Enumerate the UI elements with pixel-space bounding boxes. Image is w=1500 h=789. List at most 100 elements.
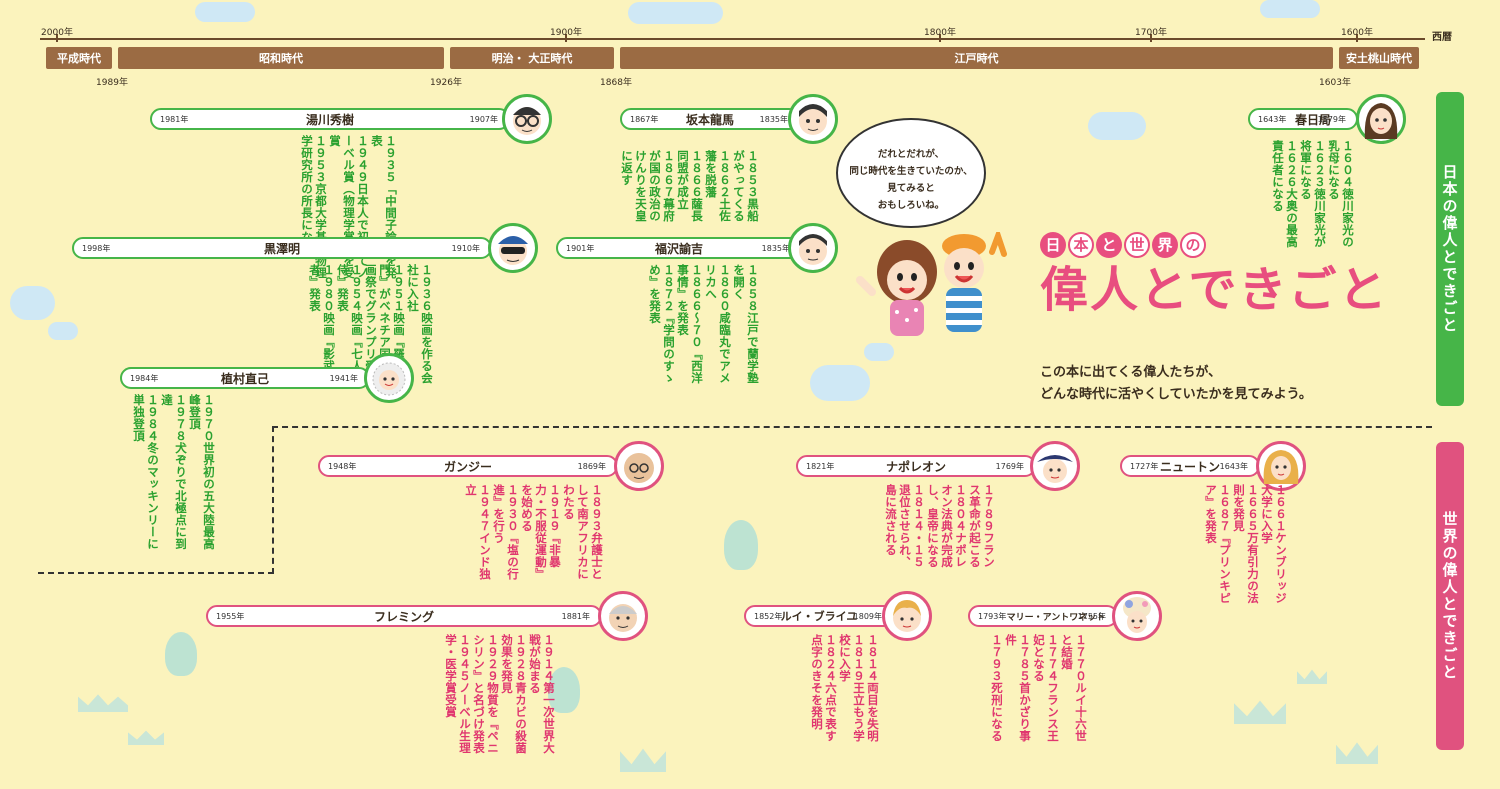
event-item: １８５３黒船がやってくる <box>732 150 760 222</box>
person-name: ナポレオン <box>885 459 946 474</box>
events-gandhi: １８９３弁護士として南アフリカにわたる １９１９『非暴力・不服従運動』を始める … <box>304 484 604 590</box>
era-heisei: 平成時代 <box>46 47 112 69</box>
person-bar-napoleon[interactable]: 1821年 ナポレオン 1769年 <box>796 455 1036 477</box>
person-bar-uemura[interactable]: 1984年 植村直己 1941年 <box>120 367 370 389</box>
event-item: １８６６〜７０『西洋事情』を発表 <box>676 264 704 384</box>
death-year: 1852年 <box>754 612 783 621</box>
era-start-label: 1868年 <box>600 78 632 88</box>
grass-decoration <box>1336 742 1378 764</box>
death-year: 1948年 <box>328 462 357 471</box>
headline-char: と <box>1096 232 1122 258</box>
death-year: 1981年 <box>160 115 189 124</box>
person-bar-yukawa[interactable]: 1981年 湯川秀樹 1907年 <box>150 108 510 130</box>
death-year: 1901年 <box>566 244 595 253</box>
event-item: １６２６大奥の最高責任者になる <box>1271 140 1299 248</box>
event-item: １９８４冬のマッキンリーに単独登頂 <box>132 394 160 550</box>
event-item: １９５４映画『七人の侍』発表 <box>336 264 364 384</box>
event-item: １８５８江戸で蘭学塾を開く <box>732 264 760 384</box>
person-bar-kurosawa[interactable]: 1998年 黒澤明 1910年 <box>72 237 492 259</box>
era-edo: 江戸時代 <box>620 47 1333 69</box>
event-item: １９８０映画『影武者』発表 <box>308 264 336 372</box>
event-item: １８６６薩長同盟が成立 <box>676 150 704 222</box>
grass-decoration <box>78 694 128 712</box>
event-item: １６６５万有引力の法則を発見 <box>1232 484 1260 604</box>
face-elder-icon <box>598 591 648 641</box>
person-bar-kasuga[interactable]: 1643年 春日局 1579年 <box>1248 108 1358 130</box>
tab-world[interactable]: 世界の偉人とできごと <box>1436 442 1464 750</box>
events-braille: １８１４両目を失明 １８１９王立もう学校に入学 １８２４六点で表す点字のきそを発… <box>760 634 880 744</box>
event-item: １８６２土佐藩を脱藩 <box>704 150 732 222</box>
events-uemura: １９７０世界初の五大陸最高峰登頂 １９７８犬ぞりで北極点に到達 １９８４冬のマッ… <box>126 394 216 559</box>
bubble-text: おもしろいね。 <box>877 200 945 211</box>
tick-1700 <box>1150 34 1152 42</box>
event-item: １６６１ケンブリッジ大学に入学 <box>1260 484 1288 604</box>
birth-year: 1881年 <box>561 612 590 621</box>
grass-decoration <box>128 730 164 745</box>
tree-decoration <box>724 520 758 570</box>
cloud-decoration <box>1088 112 1146 140</box>
person-bar-fukuzawa[interactable]: 1901年 福沢諭吉 1835年 <box>556 237 802 259</box>
cloud-decoration <box>48 322 78 340</box>
event-item: １９１４第一次世界大戦が始まる <box>528 634 556 754</box>
death-year: 1821年 <box>806 462 835 471</box>
event-item: １７８５首かざり事件 <box>1004 634 1032 742</box>
unit-label: 西暦 <box>1432 32 1452 43</box>
tick-1800 <box>939 34 941 42</box>
section-divider <box>38 572 274 574</box>
death-year: 1984年 <box>130 374 159 383</box>
birth-year: 1941年 <box>329 374 358 383</box>
event-item: １９５１映画『羅生門』がベネチア国際映画祭でグランプリ受賞 <box>364 264 406 384</box>
event-item: １９２８青カビの殺菌効果を発見 <box>500 634 528 754</box>
cloud-decoration <box>10 286 55 320</box>
event-item: １７８９フランス革命が起こる <box>968 484 996 568</box>
face-rococo-hair-icon <box>1112 591 1162 641</box>
event-item: １８１４・１５退位させられ、島に流される <box>884 484 926 568</box>
death-year: 1998年 <box>82 244 111 253</box>
person-bar-sakamoto[interactable]: 1867年 坂本龍馬 1835年 <box>620 108 800 130</box>
event-item: １８０４ナポレオン法典が完成し、皇帝になる <box>926 484 968 568</box>
birth-year: 1755年 <box>1077 612 1106 621</box>
event-item: １８２４六点で表す点字のきそを発明 <box>810 634 838 742</box>
era-azuchi-momoyama: 安土桃山時代 <box>1339 47 1419 69</box>
headline-char: 界 <box>1152 232 1178 258</box>
events-newton: １６６１ケンブリッジ大学に入学 １６６５万有引力の法則を発見 １６８７『プリンキ… <box>1158 484 1288 608</box>
events-fukuzawa: １８５８江戸で蘭学塾を開く １８６０咸臨丸でアメリカへ １８６６〜７０『西洋事情… <box>560 264 760 388</box>
birth-year: 1809年 <box>853 612 882 621</box>
event-item: １８７２『学問のすゝめ』を発表 <box>648 264 676 384</box>
mascot-characters-icon <box>856 232 1007 336</box>
event-item: １９１９『非暴力・不服従運動』を始める <box>520 484 562 580</box>
face-bicorne-icon <box>1030 441 1080 491</box>
event-item: １６２３徳川家光が将軍になる <box>1299 140 1327 248</box>
birth-year: 1869年 <box>577 462 606 471</box>
person-name: 植村直己 <box>220 371 269 386</box>
events-kasuga: １６０４徳川家光の乳母になる １６２３徳川家光が将軍になる １６２６大奥の最高責… <box>1190 140 1355 255</box>
person-bar-antoinette[interactable]: 1793年 マリー・アントワネット 1755年 <box>968 605 1118 627</box>
event-item: １９４５ノーベル生理学・医学賞受賞 <box>444 634 472 754</box>
person-bar-gandhi[interactable]: 1948年 ガンジー 1869年 <box>318 455 618 477</box>
era-start-label: 1989年 <box>96 78 128 88</box>
tick-label: 1700年 <box>1135 28 1167 38</box>
era-start-label: 1603年 <box>1319 78 1351 88</box>
event-item: １８１４両目を失明 <box>866 634 880 742</box>
face-topknot-icon <box>788 94 838 144</box>
person-bar-fleming[interactable]: 1955年 フレミング 1881年 <box>206 605 602 627</box>
person-bar-newton[interactable]: 1727年 ニュートン 1643年 <box>1120 455 1260 477</box>
event-item: １７７０ルイ十六世と結婚 <box>1060 634 1088 742</box>
death-year: 1955年 <box>216 612 245 621</box>
person-name: フレミング <box>373 609 434 624</box>
birth-year: 1643年 <box>1219 462 1248 471</box>
tab-japan[interactable]: 日本の偉人とできごと <box>1436 92 1464 406</box>
event-item: １８６７幕府が国の政治のけんりを天皇に返す <box>620 150 676 222</box>
person-bar-braille[interactable]: 1852年 ルイ・ブライユ 1809年 <box>744 605 894 627</box>
headline-line1: 日本と世界の <box>1040 232 1400 258</box>
bubble-text: 同じ時代を生きていたのか、 <box>849 166 973 177</box>
events-kurosawa: １９３６映画を作る会社に入社 １９５１映画『羅生門』がベネチア国際映画祭でグラン… <box>144 264 434 384</box>
description-line: この本に出てくる偉人たちが、 <box>1040 365 1222 380</box>
bubble-text: 見てみると <box>887 183 935 194</box>
tick-label: 1900年 <box>550 28 582 38</box>
tree-decoration <box>548 667 580 713</box>
death-year: 1727年 <box>1130 462 1159 471</box>
event-item: １６８７『プリンキピア』を発表 <box>1204 484 1232 604</box>
cloud-decoration <box>864 343 894 361</box>
event-item: １９３５「中間子論」を発表 <box>370 135 398 279</box>
